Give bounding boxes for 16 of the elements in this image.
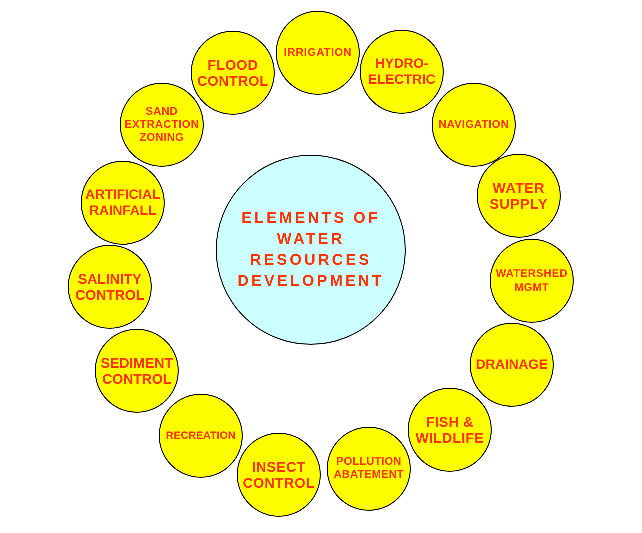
element-label: WATERSHED MGMT xyxy=(495,267,569,295)
element-label: RECREATION xyxy=(166,429,236,443)
element-label: WATER SUPPLY xyxy=(488,180,550,212)
element-label: HYDRO-ELECTRIC xyxy=(367,56,437,88)
element-label: SAND EXTRACTION ZONING xyxy=(124,106,200,144)
element-label: POLLUTION ABATEMENT xyxy=(332,456,406,482)
element-label: DRAINAGE xyxy=(476,357,548,373)
element-label: ARTIFICIAL RAINFALL xyxy=(84,187,162,219)
element-label: FISH & WILDLIFE xyxy=(414,414,486,446)
element-label: NAVIGATION xyxy=(438,118,510,132)
element-label: IRRIGATION xyxy=(284,46,352,60)
element-label: SALINITY CONTROL xyxy=(74,271,146,303)
element-label: FLOOD CONTROL xyxy=(196,57,270,89)
element-label: SEDIMENT CONTROL xyxy=(100,355,174,387)
center-title: ELEMENTS OF WATER RESOURCES DEVELOPMENT xyxy=(236,209,386,292)
element-label: INSECT CONTROL xyxy=(242,459,316,491)
